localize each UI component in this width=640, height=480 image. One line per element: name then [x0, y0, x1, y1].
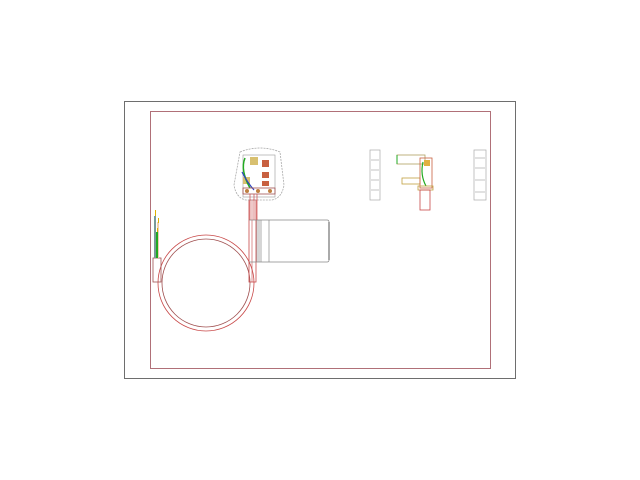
- plug-internal-view: [233, 147, 285, 220]
- plug-end-view: [473, 149, 487, 201]
- cable-sleeve-view: [249, 219, 330, 263]
- stripped-wire-ends: [154, 210, 159, 258]
- outer-sheet-frame: [124, 101, 516, 379]
- inner-drawing-border: [150, 111, 491, 369]
- plug-side-profile: [369, 149, 381, 201]
- plug-section-view: [396, 154, 434, 211]
- coiled-cable: [152, 199, 257, 332]
